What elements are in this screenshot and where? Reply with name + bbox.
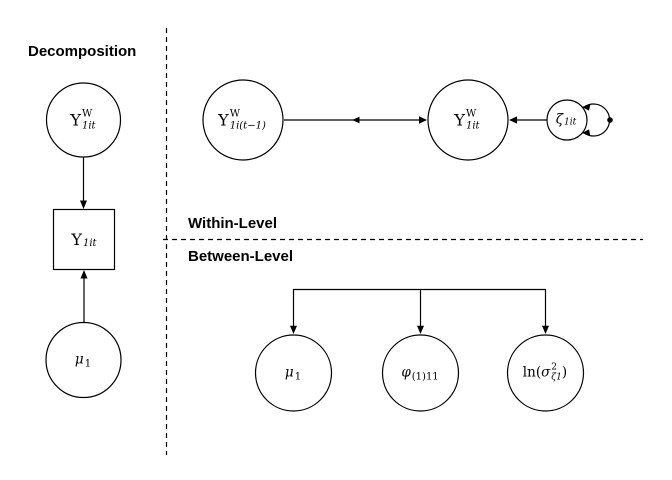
label-sub: ζ1 xyxy=(551,373,562,383)
arrow-autoregressive-path xyxy=(284,116,427,124)
label-lnsigma-between: ln( σ 2 ζ1 ) xyxy=(523,363,567,384)
arrowhead-up xyxy=(80,270,88,279)
latent-circle-phi-between xyxy=(381,334,460,412)
label-sup: W xyxy=(465,108,477,120)
label-sub: (1)11 xyxy=(411,371,439,382)
latent-circle-y-current xyxy=(427,79,509,161)
arrow-zeta-to-y-current xyxy=(509,116,547,124)
arrowhead-left xyxy=(509,116,517,124)
label-supsub-stack: W 1it xyxy=(466,109,480,132)
label-base: Y xyxy=(71,230,82,249)
label-base: φ xyxy=(401,364,411,381)
label-sub: 1it xyxy=(564,117,577,128)
arrow-mu-to-y xyxy=(80,270,88,323)
variance-self-loop-zeta xyxy=(582,103,613,137)
observed-square-y xyxy=(52,208,116,271)
arrowhead-loop-top xyxy=(582,103,591,111)
arrow-ywithin-to-y xyxy=(80,157,87,209)
arrowhead-down-lnsigma xyxy=(542,325,549,334)
label-sub: 1it xyxy=(81,120,96,131)
decomposition-title: Decomposition xyxy=(28,43,137,60)
label-zeta: ζ 1it xyxy=(556,113,577,127)
latent-circle-y-lagged xyxy=(202,79,284,161)
label-supsub-stack: 2 ζ1 xyxy=(551,363,562,384)
label-mu-between: μ 1 xyxy=(284,364,302,382)
label-sub: 1 xyxy=(84,358,92,369)
arrowhead-right xyxy=(419,116,427,124)
label-sup: 2 xyxy=(551,362,558,373)
label-y-lagged: Y W 1i(t−1) xyxy=(218,109,266,132)
label-base: Y xyxy=(454,110,465,129)
arrowhead-loop-bottom xyxy=(582,129,591,137)
arrowhead-down-phi xyxy=(417,325,424,334)
label-sub: 1 xyxy=(294,371,302,382)
random-slope-marker xyxy=(352,116,360,124)
between-comb-connector xyxy=(290,288,549,334)
label-phi-between: φ (1)11 xyxy=(401,364,439,382)
random-variance-dot xyxy=(607,117,613,123)
label-sub: 1it xyxy=(82,238,97,249)
label-base: Y xyxy=(70,110,81,129)
label-suffix: ) xyxy=(561,364,568,381)
label-base: ζ xyxy=(555,111,564,128)
label-sub: 1i(t−1) xyxy=(229,120,266,131)
arrowhead-down-mu xyxy=(290,325,297,334)
arrowhead-down xyxy=(80,200,87,209)
latent-circle-lnsigma-between xyxy=(506,334,585,412)
label-sub: 1it xyxy=(465,120,480,131)
comb-outline xyxy=(292,288,547,327)
label-y-within-decomp: Y W 1it xyxy=(70,109,95,132)
latent-circle-mu-between xyxy=(254,334,333,412)
label-mu-decomp: μ 1 xyxy=(74,351,92,369)
label-sup: W xyxy=(81,108,93,120)
label-base: μ xyxy=(74,351,84,368)
label-y-current: Y W 1it xyxy=(454,109,479,132)
label-base: Y xyxy=(218,110,229,129)
label-base: μ xyxy=(284,364,294,381)
label-supsub-stack: W 1i(t−1) xyxy=(230,109,266,132)
label-supsub-stack: W 1it xyxy=(82,109,96,132)
label-base: σ xyxy=(541,364,551,381)
label-prefix: ln( xyxy=(522,364,542,381)
label-y-observed: Y 1it xyxy=(71,230,97,249)
within-level-title: Within-Level xyxy=(188,215,278,232)
label-sup: W xyxy=(229,108,240,120)
between-level-title: Between-Level xyxy=(188,248,294,265)
